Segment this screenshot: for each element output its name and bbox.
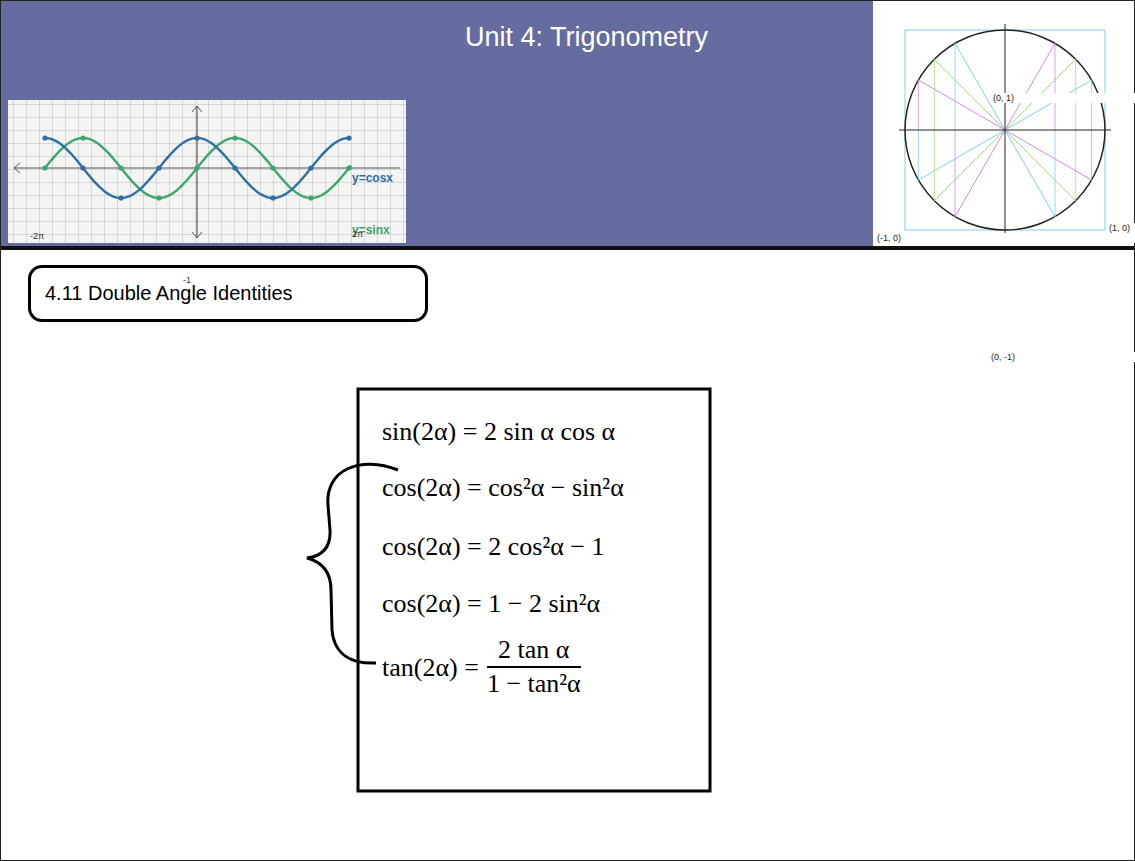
- cos-point: [270, 195, 275, 200]
- cos-point: [346, 135, 351, 140]
- angle-ray: [918, 80, 1005, 130]
- cos-point: [194, 135, 199, 140]
- identity-formula: cos(2α) = 1 − 2 sin²α: [382, 589, 600, 619]
- angle-leg: [1055, 43, 1056, 130]
- angle-ray: [955, 43, 1005, 130]
- angle-leg: [1091, 130, 1092, 180]
- cos-point: [232, 165, 237, 170]
- y-axis: [196, 106, 197, 238]
- cos-point: [118, 195, 123, 200]
- circle-coordinate: (1, 0): [1108, 223, 1135, 233]
- graph-label: y=cosx: [352, 171, 1135, 185]
- page-title: Unit 4: Trigonometry: [465, 22, 1135, 53]
- formula-box: sin(2α) = 2 sin α cos α cos(2α) = cos²α −…: [358, 389, 710, 791]
- sine-curve: [45, 138, 351, 198]
- sin-point: [156, 195, 161, 200]
- cosine-curve: [45, 138, 351, 198]
- angle-ray: [1005, 130, 1055, 217]
- angle-leg: [955, 130, 956, 217]
- graph-grid: [8, 100, 406, 243]
- graph-label: -1: [183, 275, 1135, 285]
- angle-leg: [1055, 130, 1056, 217]
- identity-formula: tan(2α) =: [382, 653, 479, 683]
- identity-formula: cos(2α) = 2 cos²α − 1: [382, 532, 605, 562]
- fraction-numerator: 2 tan α: [487, 635, 581, 668]
- fraction-denominator: 1 − tan²α: [487, 668, 581, 699]
- sin-point: [232, 135, 237, 140]
- angle-leg: [1091, 80, 1092, 130]
- sin-point: [308, 195, 313, 200]
- circle-coordinate: (-1, 0): [876, 233, 1135, 243]
- axis-arrows: [14, 106, 202, 238]
- angle-ray: [1005, 43, 1055, 130]
- fraction: 2 tan α1 − tan²α: [487, 635, 581, 699]
- sin-point: [80, 135, 85, 140]
- angle-ray: [1005, 130, 1092, 180]
- angle-ray: [934, 130, 1005, 201]
- section-heading-box: 4.11 Double Angle Identities: [28, 265, 428, 322]
- formula-box-outline: [358, 389, 710, 791]
- angle-leg: [934, 130, 935, 201]
- identity-formula: sin(2α) = 2 sin α cos α: [382, 417, 615, 447]
- angle-leg: [1075, 130, 1076, 201]
- unit-circle-panel: [873, 0, 1135, 246]
- sin-point: [346, 165, 351, 170]
- cos-point: [308, 165, 313, 170]
- angle-ray: [1005, 130, 1076, 201]
- angle-leg: [934, 59, 935, 130]
- angle-ray: [1005, 80, 1092, 130]
- sin-point: [194, 165, 199, 170]
- section-heading: 4.11 Double Angle Identities: [45, 282, 293, 305]
- identity-formula: cos(2α) = cos²α − sin²α: [382, 473, 624, 503]
- cos-point: [42, 135, 47, 140]
- circle-coordinate: (0, -1): [990, 352, 1135, 362]
- angle-leg: [955, 43, 956, 130]
- sin-point: [270, 165, 275, 170]
- angle-ray: [955, 130, 1005, 217]
- graph-paper: [8, 100, 406, 243]
- angle-leg: [918, 80, 919, 130]
- angle-leg: [918, 130, 919, 180]
- x-axis: [14, 167, 400, 168]
- sin-point: [118, 165, 123, 170]
- angle-ray: [918, 130, 1005, 180]
- cos-point: [80, 165, 85, 170]
- cos-point: [156, 165, 161, 170]
- sin-point: [42, 165, 47, 170]
- circle-coordinate: (0, 1): [992, 93, 1135, 103]
- circle-axis: [1005, 24, 1006, 236]
